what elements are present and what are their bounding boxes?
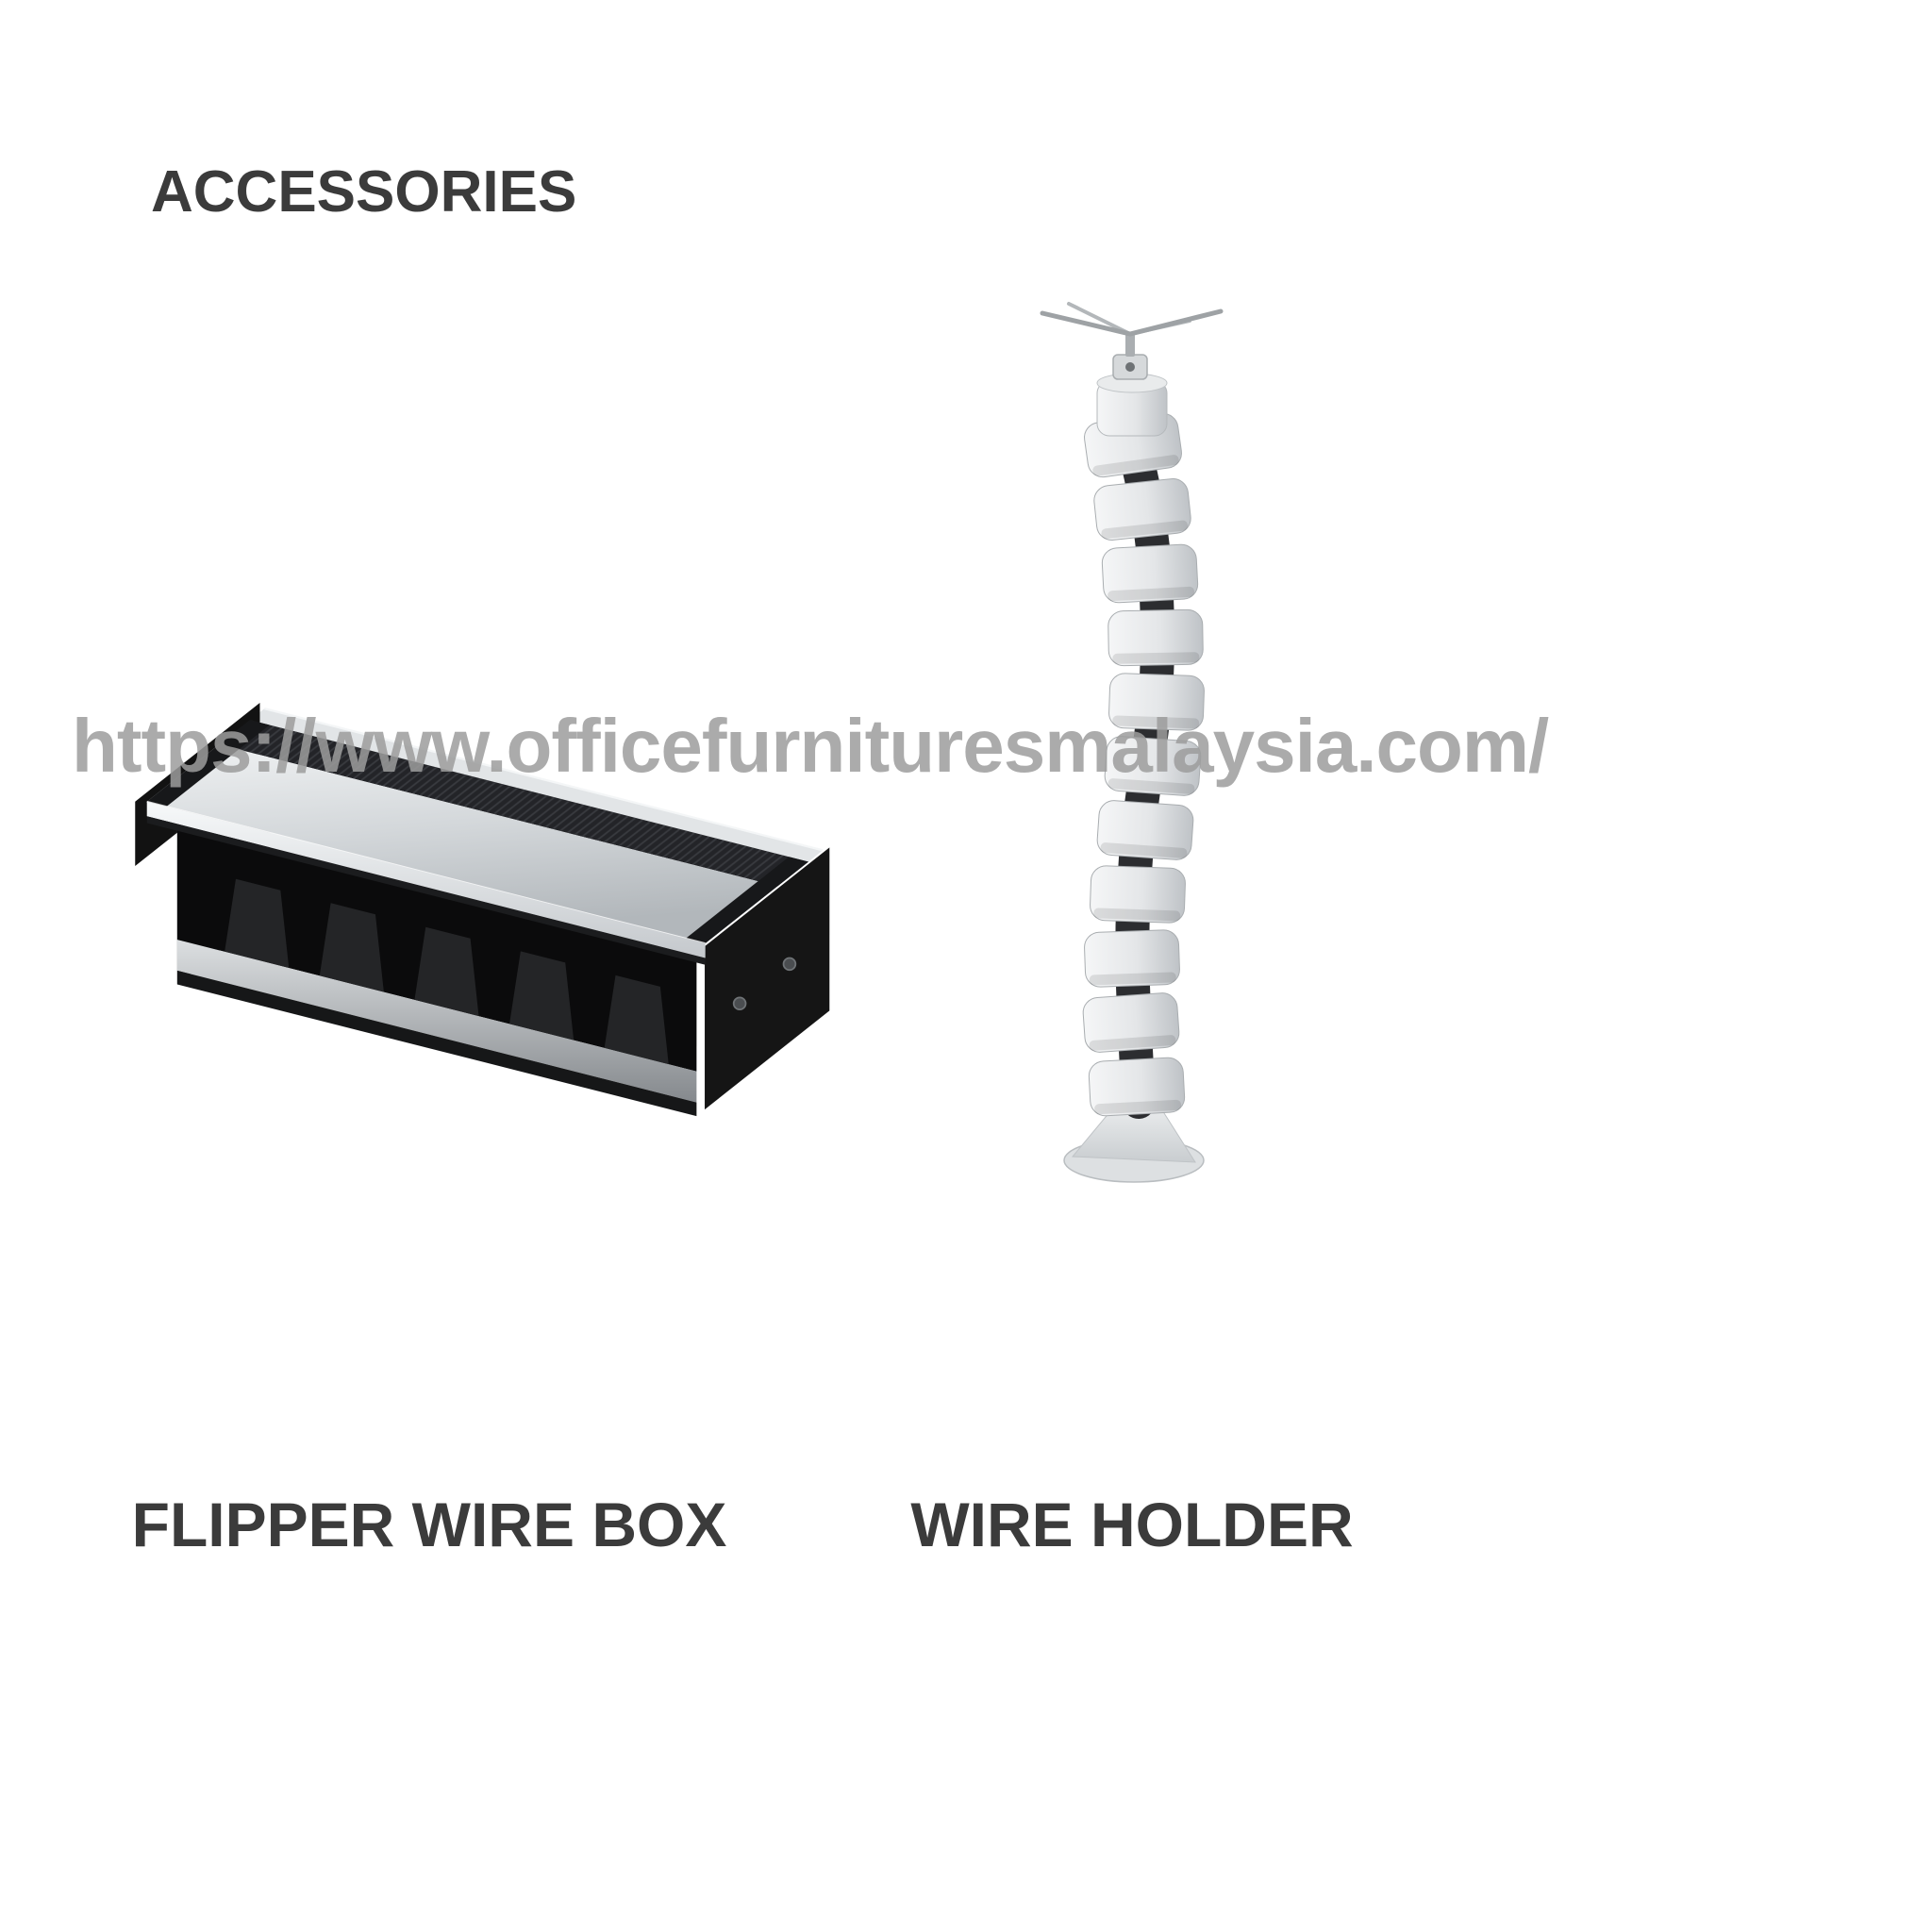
product-label-wire-holder: WIRE HOLDER [910, 1490, 1354, 1559]
wire-holder-image [1040, 302, 1224, 1183]
flipper-wire-box-image [135, 703, 830, 1117]
product-flipper-wire-box [104, 703, 877, 1184]
watermark-url: https://www.officefurnituresmalaysia.com… [72, 704, 1549, 788]
product-label-flipper-wire-box: FLIPPER WIRE BOX [131, 1490, 727, 1559]
page-title: ACCESSORIES [151, 159, 577, 225]
product-wire-holder [948, 283, 1344, 1217]
